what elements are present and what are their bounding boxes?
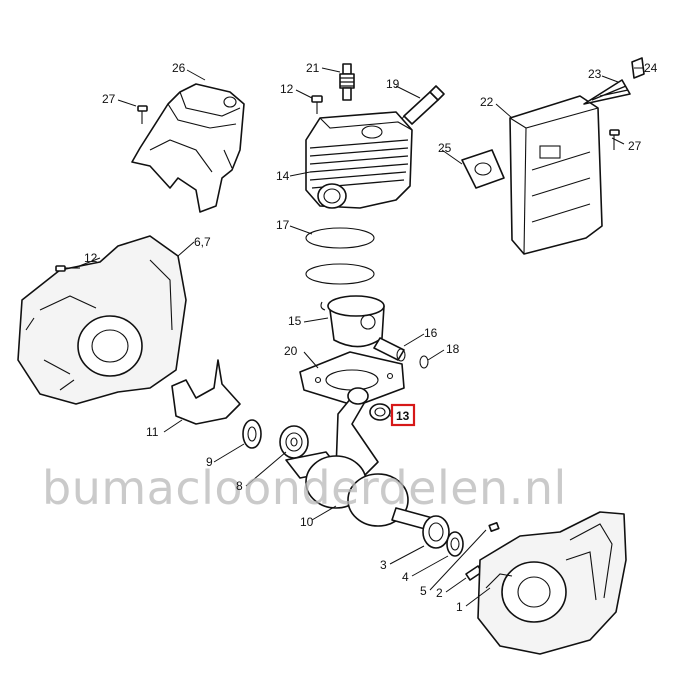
callout-9: 9 — [206, 455, 213, 469]
callout-8: 8 — [236, 479, 243, 493]
callout-24: 24 — [644, 61, 658, 75]
callout-15: 15 — [288, 314, 302, 328]
part-22-muffler — [509, 95, 603, 255]
part-11-bracket — [171, 359, 241, 425]
part-16-piston-pin — [373, 337, 406, 362]
part-23-spark-arrestor — [583, 79, 631, 105]
part-13-needle-bearing — [369, 403, 391, 421]
callout-1: 1 — [456, 600, 463, 614]
highlight-box — [390, 403, 416, 427]
part-10-crankshaft — [285, 387, 441, 533]
callout-16: 16 — [424, 326, 438, 340]
part-18-circlip — [419, 355, 429, 369]
callout-12-cylinder: 12 — [280, 82, 294, 96]
callout-18: 18 — [446, 342, 460, 356]
callout-11: 11 — [146, 425, 159, 439]
part-17-piston-rings — [305, 227, 375, 285]
part-15-piston — [320, 295, 385, 348]
part-9-oil-seal — [242, 419, 262, 449]
part-4-oil-seal — [446, 531, 464, 557]
part-5-dowel-pin — [488, 522, 500, 532]
part-27-screw-left — [137, 105, 148, 124]
callout-4: 4 — [402, 570, 409, 584]
callout-14: 14 — [276, 169, 290, 183]
callout-23: 23 — [588, 67, 602, 81]
part-6-7-crankcase-left — [17, 235, 187, 405]
callout-22: 22 — [480, 95, 494, 109]
callout-20: 20 — [284, 344, 298, 358]
callout-2: 2 — [436, 586, 443, 600]
part-27-screw-right — [609, 129, 620, 150]
part-21-spark-plug — [339, 63, 355, 101]
callout-3: 3 — [380, 558, 387, 572]
callout-17: 17 — [276, 218, 290, 232]
callout-25: 25 — [438, 141, 452, 155]
callout-6-7: 6,7 — [194, 235, 211, 249]
callout-12-crankcase: 12 — [84, 251, 98, 265]
part-12-screw-crankcase — [55, 265, 80, 272]
watermark: bumacloonderdelen.nl — [42, 461, 567, 515]
callout-13: 13 — [396, 409, 410, 423]
callout-27-right: 27 — [628, 139, 642, 153]
highlighted-callout-13: 13 — [390, 403, 416, 427]
callout-21: 21 — [306, 61, 320, 75]
callout-26: 26 — [172, 61, 186, 75]
callout-10: 10 — [300, 515, 314, 529]
callout-27-left: 27 — [102, 92, 116, 106]
part-3-bearing — [422, 515, 450, 549]
callout-labels: 26 27 21 12 19 14 17 15 16 18 20 25 22 2… — [84, 61, 658, 614]
part-14-cylinder — [305, 111, 413, 209]
callout-5: 5 — [420, 584, 427, 598]
part-25-muffler-gasket — [461, 149, 505, 189]
part-26-cover — [131, 83, 245, 213]
part-12-screw-cylinder — [311, 95, 323, 114]
part-20-gasket — [299, 351, 405, 407]
callout-19: 19 — [386, 77, 400, 91]
part-1-crankcase-right — [477, 511, 627, 655]
leader-lines — [73, 67, 644, 607]
